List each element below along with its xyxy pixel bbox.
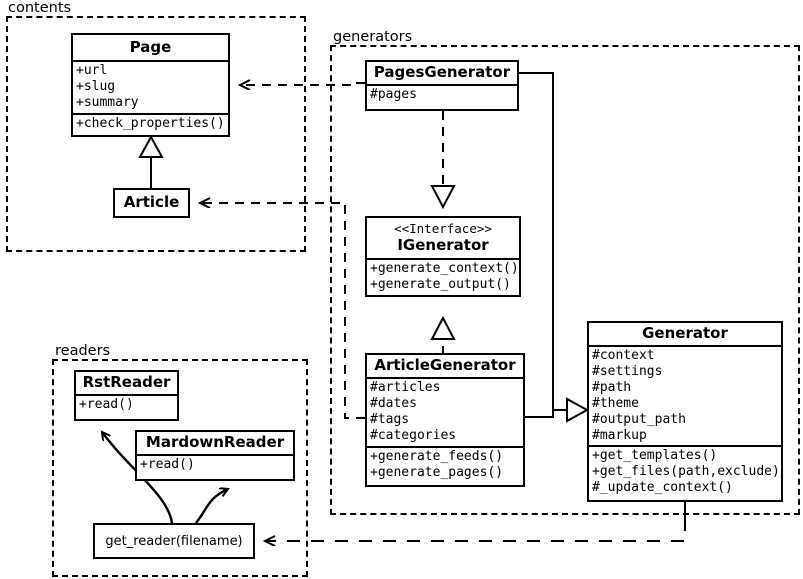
class-attributes-page: +url +slug +summary [73,60,228,113]
class-method: +get_templates() [592,448,718,464]
class-method: +generate_context() [370,260,519,276]
class-name-generator: Generator [642,324,728,342]
class-method: +generate_output() [370,276,511,292]
class-method: +generate_feeds() [370,448,504,464]
package-frame-readers [52,359,308,577]
class-attribute: #categories [370,427,457,443]
class-attribute: +summary [76,94,139,110]
class-attribute: #settings [592,364,663,380]
class-box-generator[interactable]: Generator #context #settings #path #them… [587,321,783,502]
class-methods-generator: +get_templates() +get_files(path,exclude… [589,445,781,498]
class-methods-page: +check_properties() [73,112,228,134]
class-box-rst-reader[interactable]: RstReader +read() [74,370,179,421]
class-method: +check_properties() [76,115,225,131]
class-method: +get_files(path,exclude) [592,464,780,480]
class-attribute: #context [592,348,655,364]
class-name-text-igenerator: IGenerator [397,235,489,254]
class-attribute: #tags [370,411,410,427]
class-name-article-generator: ArticleGenerator [374,356,516,374]
class-attribute: #articles [370,380,441,396]
package-label-generators: generators [331,29,415,45]
class-attributes-generator: #context #settings #path #theme #output_… [589,345,781,445]
class-stereotype-igenerator: <<Interface>> [394,221,492,236]
class-name-pages-generator: PagesGenerator [373,63,511,81]
function-node-label: get_reader(filename) [105,533,243,549]
class-method: +read() [140,457,195,473]
class-attribute: #theme [592,395,639,411]
class-attribute: +url [76,63,108,79]
package-frame-contents [6,16,306,252]
class-methods-rst-reader: +read() [76,394,177,415]
class-method: #_update_context() [592,480,733,496]
class-attribute: #pages [370,87,417,103]
class-box-article-generator[interactable]: ArticleGenerator #articles #dates #tags … [365,353,525,487]
class-attributes-article-generator: #articles #dates #tags #categories [367,377,523,445]
class-name-rst-reader: RstReader [82,373,171,391]
class-name-article: Article [123,193,180,212]
class-name-page: Page [129,38,172,56]
class-method: +read() [79,397,134,413]
class-attribute: +slug [76,79,116,95]
class-attribute: #path [592,379,632,395]
package-label-readers: readers [53,343,113,359]
class-methods-article-generator: +generate_feeds() +generate_pages() [367,445,523,483]
class-name-mardown-reader: MardownReader [145,433,285,451]
class-method: +generate_pages() [370,464,504,480]
class-box-article[interactable]: Article [113,188,190,218]
class-box-pages-generator[interactable]: PagesGenerator #pages [365,60,519,111]
class-box-mardown-reader[interactable]: MardownReader +read() [135,430,295,481]
class-methods-mardown-reader: +read() [137,454,293,475]
class-box-igenerator[interactable]: <<Interface>> IGenerator +generate_conte… [365,216,521,297]
class-box-page[interactable]: Page +url +slug +summary +check_properti… [71,33,230,137]
class-attributes-pages-generator: #pages [367,84,517,105]
package-label-contents: contents [6,0,74,16]
class-name-igenerator: <<Interface>> IGenerator [367,218,519,258]
class-methods-igenerator: +generate_context() +generate_output() [367,257,519,295]
function-node-get-reader[interactable]: get_reader(filename) [93,523,255,559]
class-attribute: #dates [370,396,417,412]
class-attribute: #markup [592,427,647,443]
class-attribute: #output_path [592,411,686,427]
